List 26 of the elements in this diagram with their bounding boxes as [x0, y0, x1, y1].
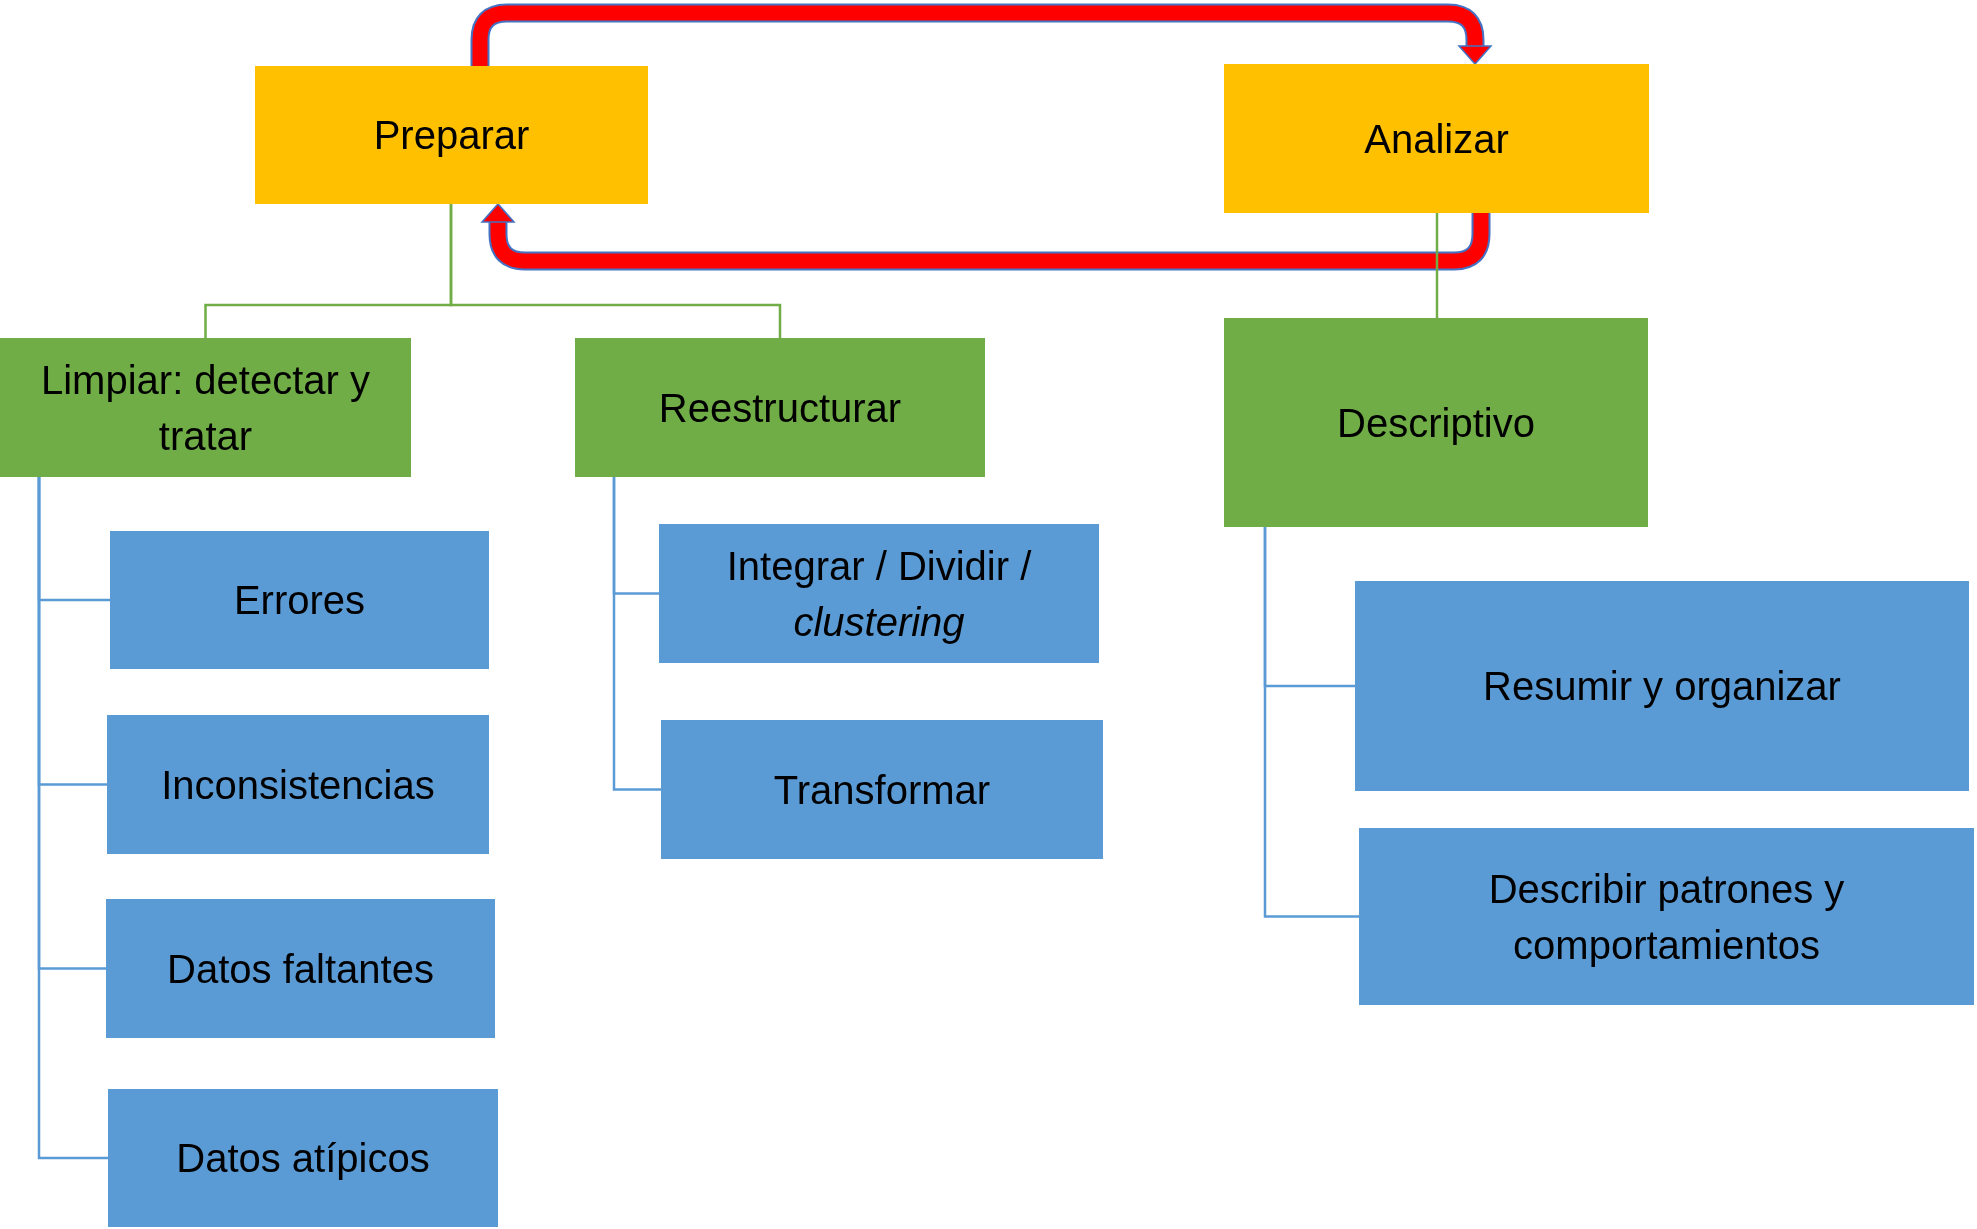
step-box — [0, 338, 411, 477]
node-label: Preparar — [373, 112, 530, 159]
node-label: Integrar / Dividir / clustering — [725, 542, 1033, 646]
node-label: Descriptivo — [1337, 399, 1535, 447]
node-label: Reestructurar — [658, 384, 902, 432]
step-box — [1224, 318, 1648, 527]
stage-box — [1224, 64, 1649, 213]
task-box — [1355, 581, 1969, 791]
task-box — [1359, 828, 1974, 1005]
node-label: Analizar — [1364, 115, 1509, 163]
node-label: Datos atípicos — [176, 1135, 430, 1182]
stage-box — [255, 66, 648, 204]
task-box — [659, 524, 1099, 663]
step-box — [575, 338, 985, 477]
task-box — [107, 715, 489, 854]
node-label: Describir patrones y comportamientos — [1487, 865, 1846, 969]
node-label: Inconsistencias — [161, 761, 435, 809]
node-label: Errores — [233, 577, 366, 624]
task-box — [661, 720, 1103, 859]
node-label: Transformar — [773, 766, 991, 814]
task-box — [110, 531, 489, 669]
node-label: Limpiar: detectar y tratar — [40, 356, 371, 460]
node-label: Resumir y organizar — [1483, 663, 1841, 710]
node-label: Datos faltantes — [167, 945, 434, 993]
task-box — [106, 899, 495, 1038]
task-box — [108, 1089, 498, 1227]
